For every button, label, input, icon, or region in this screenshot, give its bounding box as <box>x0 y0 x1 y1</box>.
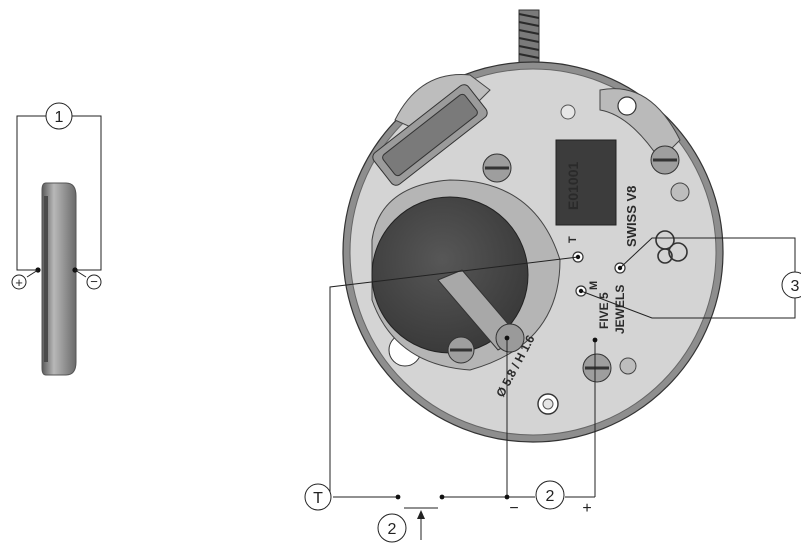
brand-logo-icon <box>655 230 688 264</box>
callout-t: T <box>304 483 332 511</box>
battery-cell <box>41 182 77 376</box>
engraving-code: E01001 <box>565 162 581 210</box>
engraving-brand: SWISS V8 <box>624 186 639 247</box>
callout-2-top-label: 2 <box>546 488 555 505</box>
callout-2-top: 2 <box>535 480 565 510</box>
engraving-m: M <box>588 281 600 290</box>
plus-sign: + <box>15 275 23 290</box>
battery-side-view: 1 + − <box>11 102 102 376</box>
minus-sign-circle <box>86 274 102 290</box>
battery-cell-edge <box>44 196 48 362</box>
callout-1-label: 1 <box>55 109 64 126</box>
bridge-hole <box>617 96 637 116</box>
callout-3: 3 <box>781 271 801 299</box>
crown-stem <box>518 9 540 69</box>
jewel-bottom-right <box>619 357 637 375</box>
coil-assembly <box>372 74 491 186</box>
minus-label: − <box>509 500 518 517</box>
callout-t-label: T <box>313 490 323 507</box>
movement-plate: E01001 SWISS V8 FIVE 5 JEWELS T M Ø 5.8 … <box>342 9 724 443</box>
jewel-top-right <box>670 182 690 202</box>
ic-chip <box>555 139 617 226</box>
callout-2-bottom: 2 <box>377 513 407 543</box>
callout-2-bottom-label: 2 <box>388 521 397 538</box>
screw-top-center <box>482 153 512 183</box>
callout-1-bracket <box>16 115 46 271</box>
engraving-t: T <box>567 236 579 243</box>
screw-bottom-right <box>582 353 612 383</box>
plus-sign-circle <box>11 274 27 290</box>
minus-sign: − <box>90 274 98 289</box>
plus-label: + <box>582 500 591 517</box>
callout-3-label: 3 <box>791 278 800 295</box>
callout-1-circle <box>45 102 73 130</box>
callout-1-bracket-right <box>72 115 102 271</box>
screw-bottom-left <box>447 336 475 364</box>
engraving-jewels-2: JEWELS <box>613 285 627 334</box>
screw-top-right <box>650 145 680 175</box>
plate-hole-top <box>560 104 576 120</box>
